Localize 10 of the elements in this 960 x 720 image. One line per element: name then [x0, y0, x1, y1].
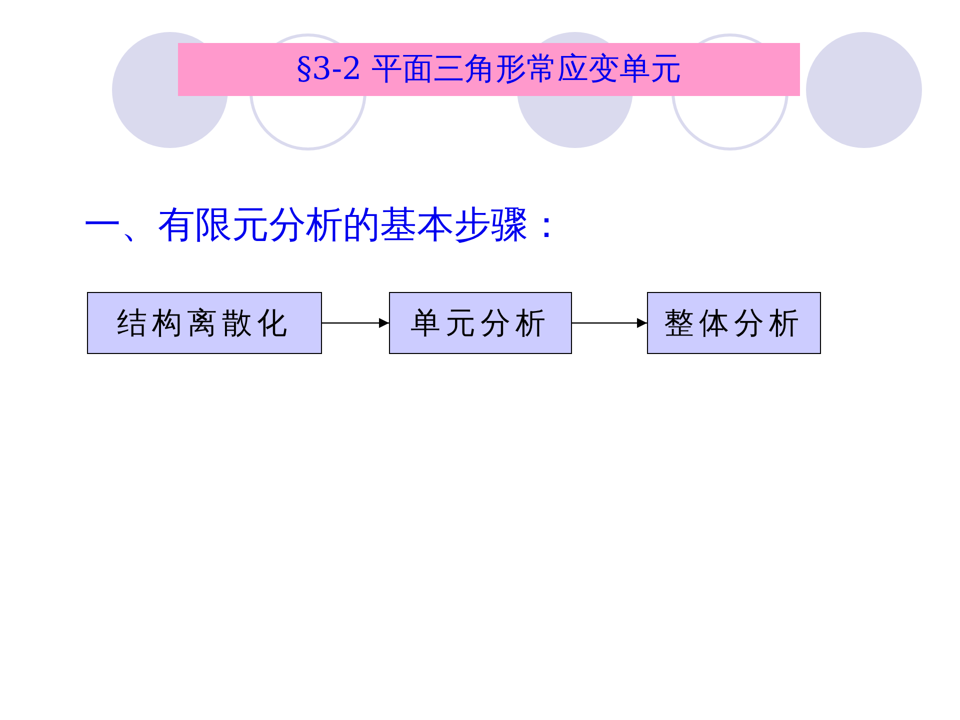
process-box	[87, 292, 322, 354]
arrow	[572, 318, 647, 328]
process-box	[647, 292, 821, 354]
step-label: 结构离散化	[117, 304, 292, 342]
section-heading: 一、有限元分析的基本步骤：	[84, 202, 565, 248]
process-box	[389, 292, 572, 354]
title-banner: §3-2 平面三角形常应变单元	[178, 43, 800, 96]
arrow	[322, 318, 389, 328]
step-label: 整体分析	[664, 304, 804, 342]
step-label: 单元分析	[410, 304, 550, 342]
